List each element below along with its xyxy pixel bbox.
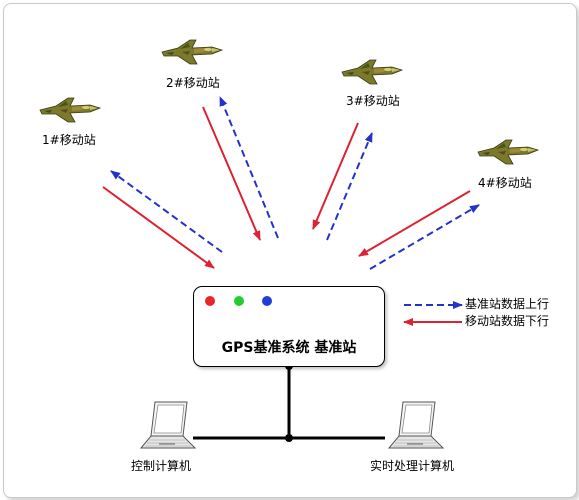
arrow-s3-down [312, 122, 359, 230]
status-led-blue [262, 296, 272, 306]
control-computer-laptop-icon [140, 401, 196, 449]
mobile-station-1-label: 1#移动站 [42, 133, 96, 147]
network-node-junction [285, 434, 293, 442]
mobile-station-2-plane-icon [161, 39, 223, 65]
mobile-station-3-plane-icon [341, 59, 403, 85]
arrow-s3-up [326, 132, 373, 241]
arrow-s1-down [102, 186, 215, 269]
arrow-s1-up [110, 170, 223, 253]
status-led-green [234, 296, 244, 306]
mobile-station-3-label: 3#移动站 [346, 94, 400, 108]
mobile-station-1-plane-icon [39, 97, 101, 123]
arrow-s4-down [358, 190, 471, 257]
realtime-computer-laptop-icon [388, 401, 444, 449]
arrow-s2-up [219, 96, 279, 239]
base-station-title: GPS基准系统 基准站 [221, 340, 357, 356]
control-computer-label: 控制计算机 [131, 459, 192, 473]
mobile-station-2-label: 2#移动站 [166, 76, 220, 90]
arrow-s2-down [202, 106, 261, 241]
mobile-station-4-label: 4#移动站 [478, 176, 532, 190]
status-led-red [205, 296, 215, 306]
mobile-station-4-plane-icon [477, 139, 539, 165]
legend-up-label: 基准站数据上行 [465, 297, 550, 311]
legend-down-label: 移动站数据下行 [465, 314, 550, 328]
base-station-box: GPS基准系统 基准站 [193, 286, 385, 367]
realtime-computer-label: 实时处理计算机 [370, 459, 455, 473]
arrow-s4-up [369, 204, 480, 270]
